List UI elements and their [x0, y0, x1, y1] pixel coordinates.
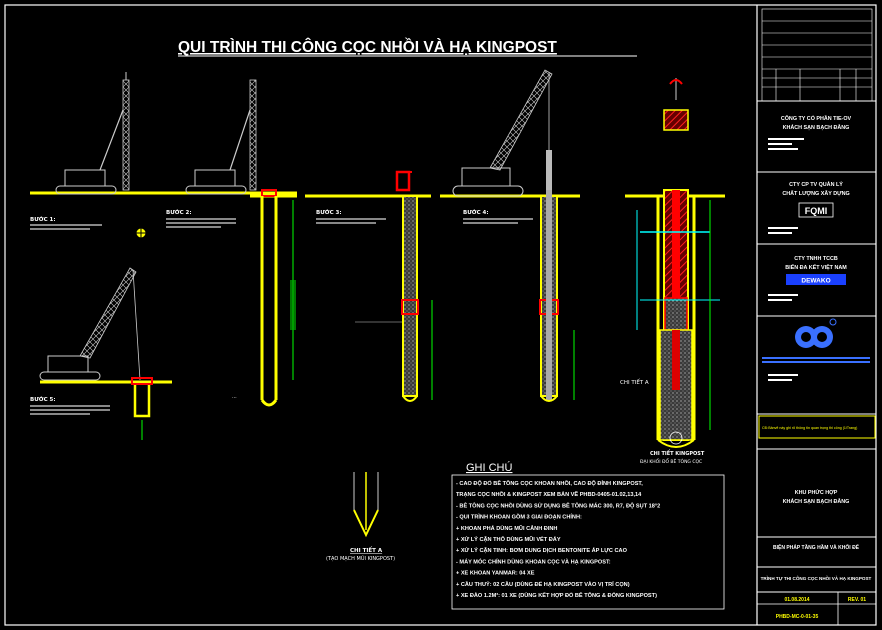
company2-line2: CHẤT LƯỢNG XÂY DỰNG — [782, 190, 849, 197]
kingpost-detail-subtitle: ĐẠI KHỐI ĐỔ BÊ TÔNG CỌC — [640, 457, 702, 465]
note-line: + XE ĐÀO 1.2M³: 01 XE (DÙNG KẾT HỢP ĐỔ B… — [456, 591, 657, 599]
step-3-bore: BƯỚC 3: — [305, 170, 433, 402]
detail-a-title: CHI TIẾT A — [350, 546, 383, 554]
notes-panel: GHI CHÚ - CAO ĐỘ ĐỔ BÊ TÔNG CỌC KHOAN NH… — [451, 461, 725, 610]
drawing-revision: REV. 01 — [848, 597, 866, 603]
step-1-label: BƯỚC 1: — [30, 216, 56, 223]
contractor-logo — [795, 318, 837, 348]
step-1-rig: BƯỚC 1: — [30, 72, 168, 240]
company2-line1: CTY CP TV QUẢN LÝ — [789, 181, 843, 188]
step-2-bore: ... — [232, 189, 297, 407]
revision-note: CĐ:Bảnvẽ này ghi rõ thông tin quan trọng… — [762, 426, 857, 430]
note-line: + XỬ LÝ CẶN THÔ DÙNG MŨI VÉT ĐÁY — [456, 535, 561, 543]
step-2-label: BƯỚC 2: — [166, 209, 192, 216]
svg-text:...: ... — [232, 394, 237, 400]
title-block: CÔNG TY CỔ PHẦN TIE-OV KHÁCH SẠN BẠCH ĐẰ… — [757, 8, 876, 625]
note-line: + XE KHOAN YANMAR: 04 XE — [456, 571, 535, 577]
dewako-badge: DEWAKO — [801, 278, 830, 285]
kingpost-detail: CHI TIẾT A CHI TIẾT KINGPOST ĐẠI KHỐI ĐỔ… — [620, 78, 725, 465]
company3-line1: CTY TNHH TCCB — [794, 256, 838, 262]
notes-title: GHI CHÚ — [466, 461, 513, 474]
sheet-title: TRÌNH TỰ THI CÔNG CỌC NHỒI VÀ HẠ KINGPOS… — [761, 574, 872, 581]
company1-line1: CÔNG TY CỔ PHẦN TIE-OV — [781, 114, 852, 122]
category: BIỆN PHÁP TẦNG HẦM VÀ KHỐI ĐẾ — [773, 543, 860, 551]
note-line: + XỬ LÝ CẶN TINH: BƠM DUNG DỊCH BENTONIT… — [456, 547, 628, 554]
sheet-border — [4, 4, 877, 626]
note-line: - CAO ĐỘ ĐỔ BÊ TÔNG CỌC KHOAN NHỒI, CAO … — [456, 479, 643, 487]
step-3-label: BƯỚC 3: — [316, 209, 342, 216]
detail-a: CHI TIẾT A (TẠO MẠCH MŨI KINGPOST) — [326, 472, 395, 562]
note-line: - BÊ TÔNG CỌC NHỒI DÙNG SỬ DỤNG BÊ TÔNG … — [456, 501, 660, 509]
drawing-date: 01.08.2014 — [784, 597, 809, 603]
kingpost-detail-title: CHI TIẾT KINGPOST — [650, 449, 705, 457]
note-line: - MÁY MÓC CHÍNH DÙNG KHOAN CỌC VÀ HẠ KIN… — [456, 557, 611, 565]
step-5-rig: BƯỚC 5: — [30, 267, 172, 440]
note-line: - QUI TRÌNH KHOAN GỒM 3 GIAI ĐOẠN CHÍNH: — [456, 513, 582, 521]
step-5-label: BƯỚC 5: — [30, 396, 56, 403]
detail-a-callout: CHI TIẾT A — [620, 378, 649, 386]
note-line: + CẦU THUỶ: 02 CẦU (DÙNG ĐỂ HẠ KINGPOST … — [456, 580, 630, 588]
note-line: TRẠNG CỌC NHỒI & KINGPOST XEM BẢN VẼ PHB… — [456, 491, 642, 498]
company1-line2: KHÁCH SẠN BẠCH ĐẰNG — [783, 123, 850, 131]
notes-box — [451, 474, 725, 610]
drawing-number: PHBD-MC-0-01-35 — [776, 614, 819, 620]
detail-a-subtitle: (TẠO MẠCH MŨI KINGPOST) — [326, 555, 395, 562]
note-line: + KHOAN PHÁ DÙNG MŨI CẮNH ĐINH — [456, 524, 557, 532]
drawing-title: QUI TRÌNH THI CÔNG CỌC NHỒI VÀ HẠ KINGPO… — [178, 38, 557, 56]
step-4-crane: BƯỚC 4: — [440, 69, 580, 402]
project-line1: KHU PHỨC HỢP — [795, 489, 838, 496]
company3-line2: BIẾN ĐA KẾT VIỆT NAM — [785, 263, 847, 271]
step-4-label: BƯỚC 4: — [463, 209, 489, 216]
project-line2: KHÁCH SẠN BẠCH ĐẰNG — [783, 497, 850, 505]
fqmi-logo: FQMI — [805, 206, 828, 216]
